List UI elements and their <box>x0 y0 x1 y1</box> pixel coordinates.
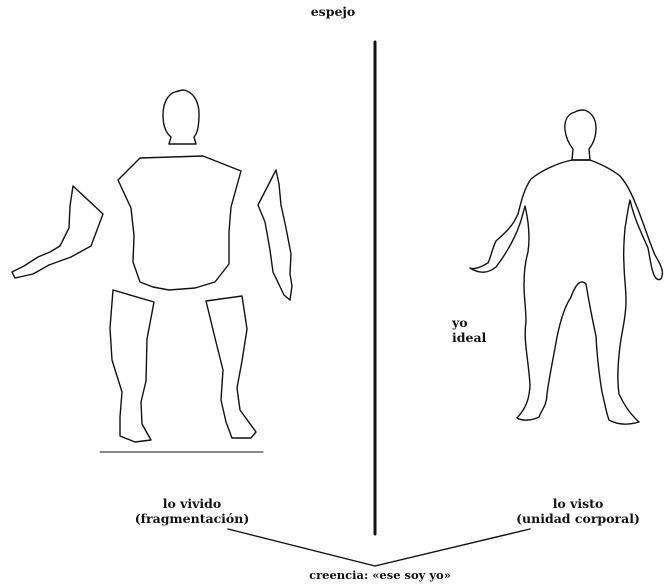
belief-right-line <box>375 529 530 566</box>
unified-body-figure <box>470 110 662 424</box>
seen-image-subtitle: (unidad corporal) <box>498 511 658 526</box>
fragmented-right-arm <box>258 170 292 300</box>
fragmented-left-arm <box>12 186 103 278</box>
unified-head <box>565 110 596 160</box>
unified-body-outline <box>470 160 662 424</box>
lived-experience-subtitle: (fragmentación) <box>112 511 272 526</box>
fragmented-torso <box>118 156 241 290</box>
ideal-self-line2: ideal <box>452 330 486 345</box>
fragmented-head <box>163 90 199 144</box>
mirror-label: espejo <box>293 4 373 19</box>
ideal-self-label: yo ideal <box>452 315 486 345</box>
fragmented-body-figure <box>12 90 292 452</box>
belief-label: creencia: «ese soy yo» <box>270 568 490 583</box>
ideal-self-line1: yo <box>452 315 486 330</box>
belief-left-line <box>228 529 375 566</box>
fragmented-right-leg <box>206 296 256 438</box>
lived-experience-caption: lo vivido (fragmentación) <box>112 496 272 526</box>
seen-image-title: lo visto <box>498 496 658 511</box>
fragmented-left-leg <box>110 290 154 442</box>
seen-image-caption: lo visto (unidad corporal) <box>498 496 658 526</box>
lived-experience-title: lo vivido <box>112 496 272 511</box>
